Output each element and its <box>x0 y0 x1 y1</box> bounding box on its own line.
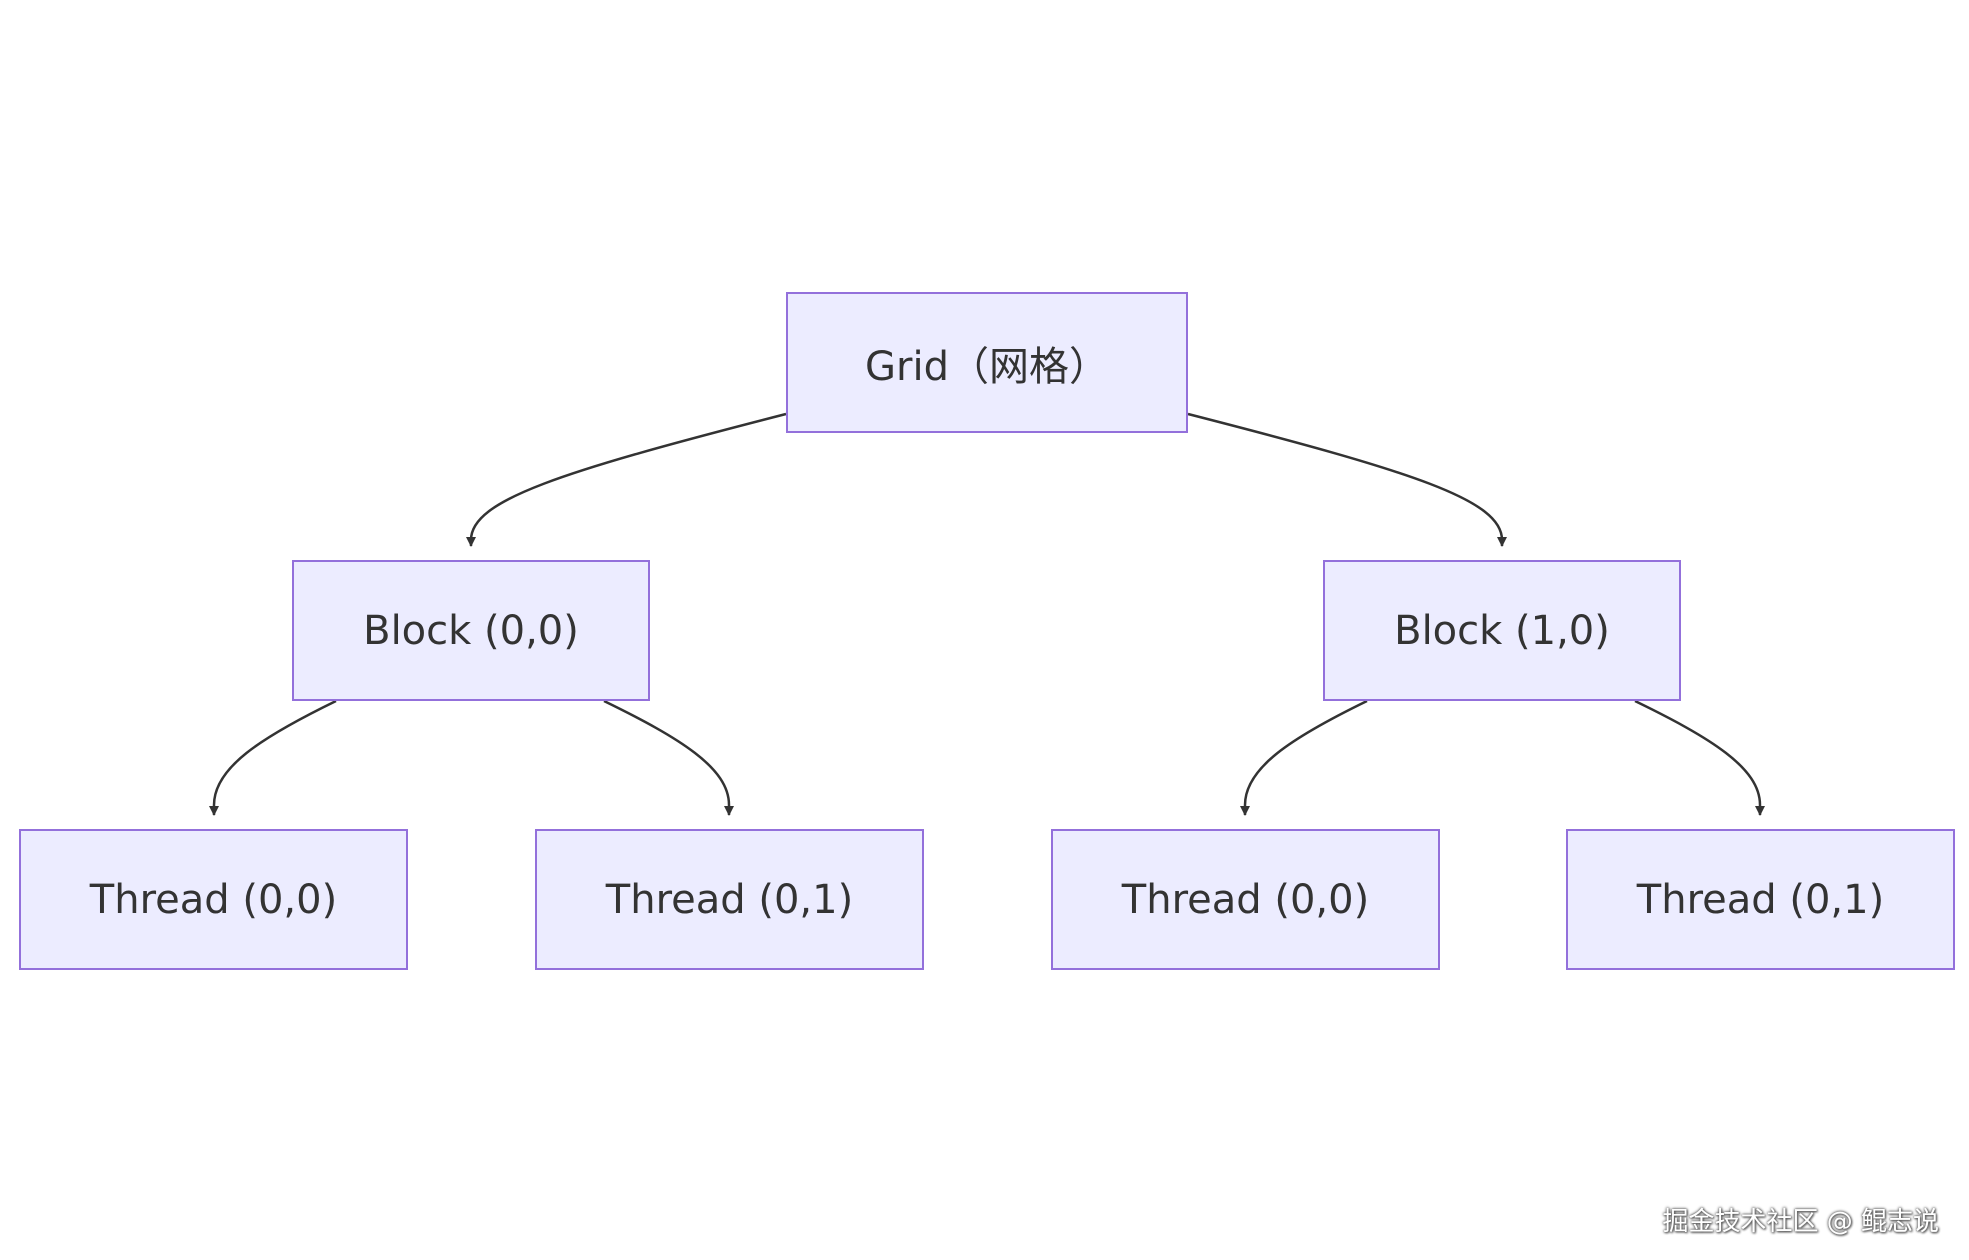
thread-node-label: Thread (0,1) <box>605 876 854 923</box>
thread-node: Thread (0,0) <box>1051 829 1440 970</box>
block-0-0-node-label: Block (0,0) <box>363 607 579 654</box>
grid-node-label: Grid（网格） <box>865 343 1109 390</box>
block-1-0-node-label: Block (1,0) <box>1394 607 1610 654</box>
edge-grid-to-block-1-0 <box>1187 412 1507 547</box>
grid-node: Grid（网格） <box>786 292 1188 433</box>
thread-node-label: Thread (0,0) <box>89 876 338 923</box>
thread-node: Thread (0,0) <box>19 829 408 970</box>
watermark: 掘金技术社区 @ 鲲志说 <box>1662 1207 1939 1237</box>
edge-block-1-0-to-thread-c <box>1240 699 1368 816</box>
thread-node-label: Thread (0,0) <box>1121 876 1370 923</box>
edge-grid-to-block-0-0 <box>466 412 787 547</box>
edge-block-1-0-to-thread-d <box>1634 699 1765 816</box>
thread-node: Thread (0,1) <box>535 829 924 970</box>
block-1-0-node: Block (1,0) <box>1323 560 1681 701</box>
edge-block-0-0-to-thread-b <box>603 699 734 816</box>
block-0-0-node: Block (0,0) <box>292 560 650 701</box>
thread-node-label: Thread (0,1) <box>1636 876 1885 923</box>
thread-node: Thread (0,1) <box>1566 829 1955 970</box>
edge-block-0-0-to-thread-a <box>209 699 337 816</box>
